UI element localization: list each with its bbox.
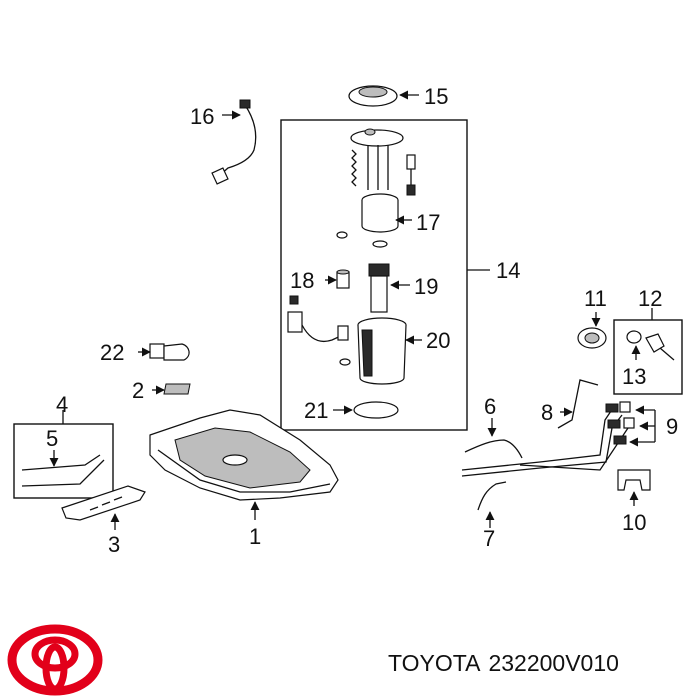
part-21-gasket <box>333 401 399 419</box>
part-number: 232200V010 <box>488 650 619 676</box>
callout-19: 19 <box>414 274 438 299</box>
part-pump-plate <box>350 128 416 196</box>
callout-21: 21 <box>304 398 328 423</box>
part-1-tank <box>149 409 339 520</box>
part-sender-wire <box>287 295 346 343</box>
callout-1: 1 <box>249 524 261 549</box>
callout-7: 7 <box>483 526 495 551</box>
callout-11: 11 <box>584 286 607 311</box>
callout-18: 18 <box>290 268 314 293</box>
callout-13: 13 <box>622 364 646 389</box>
part-19-pump <box>368 263 410 313</box>
callout-4: 4 <box>56 392 68 417</box>
callout-20: 20 <box>426 328 450 353</box>
toyota-logo-icon <box>7 624 103 696</box>
part-5-straps <box>21 450 105 487</box>
brand-name: TOYOTA <box>388 650 481 676</box>
callout-3: 3 <box>108 532 120 557</box>
callout-5: 5 <box>46 426 58 451</box>
callout-6: 6 <box>484 394 496 419</box>
part-15-cover <box>348 85 419 107</box>
part-9-clamps <box>605 401 656 447</box>
callout-8: 8 <box>541 400 553 425</box>
callout-14: 14 <box>496 258 520 283</box>
part-17-filter <box>336 193 412 248</box>
part-caption: TOYOTA 232200V010 <box>388 650 627 677</box>
callout-15: 15 <box>424 84 448 109</box>
callout-2: 2 <box>132 378 144 403</box>
cap-frame <box>613 319 683 395</box>
callout-10: 10 <box>622 510 646 535</box>
part-20-reservoir <box>337 317 422 385</box>
part-16-harness <box>211 99 257 185</box>
callout-17: 17 <box>416 210 440 235</box>
part-13-cap <box>626 330 675 361</box>
part-8-pipe <box>557 379 599 429</box>
pump-assembly-frame <box>280 119 468 431</box>
callout-16: 16 <box>190 104 214 129</box>
part-3-shield <box>61 485 146 530</box>
part-2-pad <box>152 383 191 395</box>
part-22-clip <box>138 343 190 361</box>
callout-12: 12 <box>638 286 662 311</box>
part-6-hose <box>464 418 523 459</box>
part-7-hose <box>477 481 507 528</box>
callout-9: 9 <box>666 414 678 439</box>
straps-frame <box>13 423 114 499</box>
part-11-grommet <box>577 312 607 349</box>
part-10-bracket <box>617 469 651 506</box>
part-18-regulator <box>325 269 350 289</box>
callout-22: 22 <box>100 340 124 365</box>
